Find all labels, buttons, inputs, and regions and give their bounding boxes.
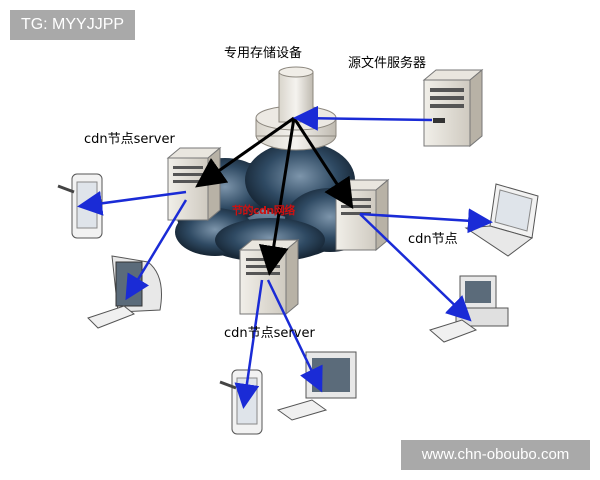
tablet-bottom-icon <box>219 369 263 435</box>
arrow-left-server-to-tablet <box>77 190 187 216</box>
source-server-label: 源文件服务器 <box>348 56 427 71</box>
cdn-node-bottom-label: cdn节点server <box>224 326 315 341</box>
arrow-bottom-server-to-desktop <box>266 279 323 393</box>
cdn-server-bottom-icon <box>238 238 300 316</box>
cdn-node-right-label: cdn节点 <box>408 232 458 247</box>
arrow-source-to-storage <box>293 105 433 131</box>
storage-arrows <box>195 116 354 276</box>
arrow-storage-to-bottom-server <box>258 117 296 276</box>
arrow-right-server-to-laptop <box>359 208 493 234</box>
desktop-right-icon <box>428 275 509 343</box>
desktop-left-icon <box>87 255 162 329</box>
tg-tag: TG: MYYJJPP <box>10 10 135 40</box>
tablet-left-icon <box>57 173 103 239</box>
site-watermark: www.chn-oboubo.com <box>401 440 590 470</box>
laptop-right-icon <box>464 183 539 257</box>
arrow-storage-to-left-server <box>195 116 295 188</box>
arrow-storage-to-right-server <box>292 117 354 210</box>
arrow-left-server-to-desktop <box>125 199 188 301</box>
network-center-label: 节的cdn网络 <box>232 204 295 217</box>
arrow-bottom-server-to-tablet <box>234 279 264 409</box>
desktop-bottom-icon <box>276 351 357 421</box>
arrow-right-server-to-desktop <box>359 213 472 322</box>
distribution-arrows <box>77 105 493 409</box>
source-server-icon <box>422 68 484 148</box>
storage-device-label: 专用存储设备 <box>224 46 303 61</box>
cdn-node-left-label: cdn节点server <box>84 132 175 147</box>
cdn-server-left-icon <box>166 146 222 222</box>
